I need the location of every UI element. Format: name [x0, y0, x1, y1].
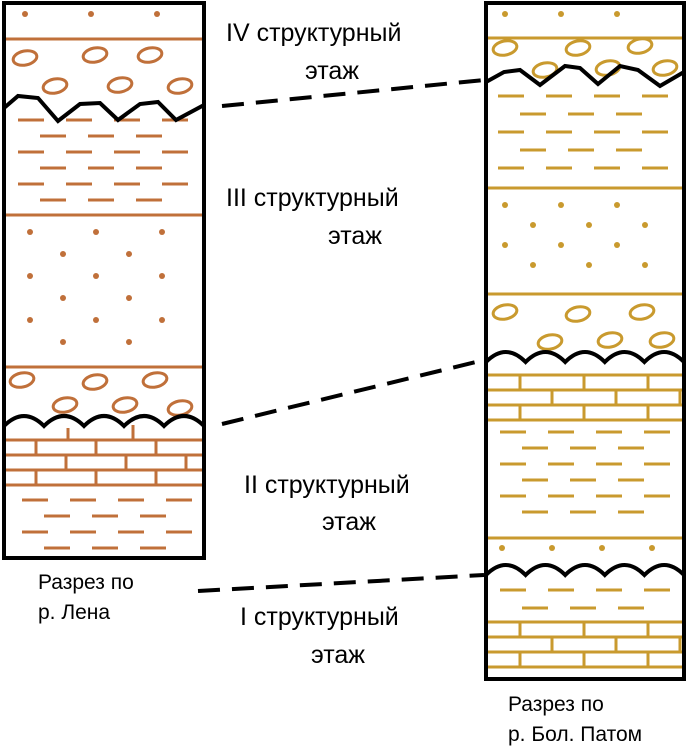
sand-dot: [126, 251, 132, 257]
sand-dot: [27, 317, 33, 323]
sand-dot: [642, 222, 648, 228]
pebble: [141, 371, 169, 389]
sand-dot: [614, 202, 620, 208]
sand-dot: [502, 11, 508, 17]
pebble: [81, 373, 109, 391]
sand-dot: [159, 229, 165, 235]
pebble: [81, 46, 109, 64]
sand-dot: [27, 229, 33, 235]
sand-dot: [22, 11, 28, 17]
unconformity-lena-lower: [2, 414, 206, 429]
correlation-line-i-ii: [197, 573, 485, 593]
sand-dot: [558, 11, 564, 17]
pebble: [106, 76, 134, 94]
sand-dot: [93, 317, 99, 323]
sand-dot: [599, 545, 605, 551]
sand-dot: [530, 222, 536, 228]
pebble: [531, 61, 559, 79]
sand-dot: [558, 202, 564, 208]
pebble: [8, 371, 36, 389]
pebble: [491, 39, 519, 57]
pebble: [626, 37, 654, 55]
pebble: [651, 59, 679, 77]
stage-iv-label: IV структурный: [226, 19, 401, 47]
unconformity-lena-upper: [2, 93, 205, 124]
sand-dot: [530, 262, 536, 268]
sand-dot: [499, 545, 505, 551]
sand-dot: [126, 339, 132, 345]
sand-dot: [614, 11, 620, 17]
stage-iii-label: III структурный: [226, 184, 399, 212]
sand-dot: [586, 262, 592, 268]
unconformity-patom-middle: [484, 350, 686, 365]
lena-section-caption-line2: р. Лена: [38, 601, 110, 624]
correlation-line-ii-iii: [221, 358, 485, 426]
pebble: [536, 333, 564, 351]
sand-dot: [614, 242, 620, 248]
stage-iv-label-line2: этаж: [305, 57, 359, 85]
sand-dot: [126, 295, 132, 301]
lena-column-frame: [2, 1, 206, 560]
pebble: [564, 305, 592, 323]
sand-dot: [159, 317, 165, 323]
sand-dot: [27, 273, 33, 279]
lena-section-caption: Разрез по: [38, 571, 134, 594]
sand-dot: [502, 242, 508, 248]
sand-dot: [558, 242, 564, 248]
sand-dot: [88, 11, 94, 17]
sand-dot: [93, 229, 99, 235]
correlation-lines: [197, 78, 485, 593]
sand-dot: [649, 545, 655, 551]
stage-ii-label-line2: этаж: [322, 508, 376, 536]
pebble: [136, 46, 164, 64]
pebble: [166, 77, 194, 95]
patom-section-caption: Разрез по: [508, 693, 604, 716]
sand-dot: [586, 222, 592, 228]
sand-dot: [60, 339, 66, 345]
pebble: [491, 303, 519, 321]
pebble: [628, 303, 656, 321]
sand-dot: [60, 251, 66, 257]
stage-iii-label-line2: этаж: [328, 222, 382, 250]
pebble: [51, 396, 79, 414]
lena-section-patterns: [6, 11, 202, 550]
sand-dot: [60, 295, 66, 301]
sand-dot: [549, 545, 555, 551]
correlation-line-iii-iv: [221, 78, 485, 108]
patom-column-frame: [484, 1, 686, 681]
patom-section-patterns: [488, 11, 682, 669]
unconformities: [2, 63, 686, 578]
sand-dot: [154, 11, 160, 17]
stage-i-label-line2: этаж: [311, 641, 365, 669]
unconformity-patom-lower: [484, 563, 686, 578]
sand-dot: [159, 273, 165, 279]
stage-i-label: I структурный: [240, 603, 399, 631]
patom-section-caption-line2: р. Бол. Патом: [508, 723, 642, 746]
pebble: [11, 49, 39, 67]
pebble: [596, 331, 624, 349]
sand-dot: [642, 262, 648, 268]
sand-dot: [93, 273, 99, 279]
pebble: [111, 396, 139, 414]
stage-ii-label: II структурный: [244, 471, 410, 499]
unconformity-patom-upper: [485, 63, 686, 89]
pebble: [648, 331, 676, 349]
sand-dot: [502, 202, 508, 208]
pebble: [41, 77, 69, 95]
pebble: [564, 39, 592, 57]
